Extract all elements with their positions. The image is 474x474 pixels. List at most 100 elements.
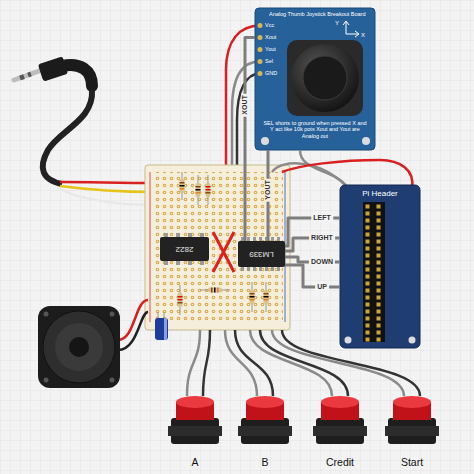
joystick-board xyxy=(258,35,263,40)
perma-proto-board xyxy=(145,165,290,330)
resistor xyxy=(264,290,269,304)
resistor xyxy=(180,185,185,187)
capacitor xyxy=(164,318,167,340)
perma-proto-board xyxy=(150,172,151,322)
joystick-board xyxy=(258,23,263,28)
push-button: B xyxy=(237,390,294,472)
resistor xyxy=(250,290,255,304)
resistor xyxy=(196,186,201,188)
audio-jack xyxy=(60,186,156,192)
chip-pins xyxy=(247,267,250,271)
speaker xyxy=(43,311,115,383)
resistor xyxy=(206,183,211,197)
audio-jack xyxy=(62,65,92,86)
silkscreen-text: Xout xyxy=(265,34,276,40)
joystick-board xyxy=(261,137,269,145)
push-button: Start xyxy=(384,390,441,472)
audio-jack xyxy=(14,70,42,80)
chip-pins xyxy=(164,261,168,265)
push-button xyxy=(313,426,367,436)
resistor xyxy=(214,288,216,293)
part-label: Pi Header xyxy=(340,189,420,198)
chip-pins xyxy=(176,261,180,265)
joystick-board xyxy=(343,21,359,37)
chip: 2822 xyxy=(160,237,209,261)
resistor xyxy=(178,296,183,298)
audio-jack xyxy=(14,56,156,205)
resistor xyxy=(264,299,269,301)
resistor xyxy=(206,186,211,188)
perma-proto-board xyxy=(145,165,290,330)
part-label: Start xyxy=(384,456,440,468)
speaker xyxy=(38,306,120,388)
speaker xyxy=(110,312,115,317)
joystick-board xyxy=(255,8,375,150)
button-wires xyxy=(187,330,200,396)
resistor xyxy=(178,302,183,304)
resistor xyxy=(250,296,255,298)
pi-header-board xyxy=(340,185,420,348)
board-to-header-wires xyxy=(272,150,412,188)
signal-name: DOWN xyxy=(309,258,335,266)
resistor xyxy=(211,288,213,293)
push-button xyxy=(176,396,214,408)
resistor xyxy=(180,182,185,184)
wire xyxy=(285,265,340,287)
joystick-board xyxy=(258,71,263,76)
joystick-board xyxy=(303,56,347,100)
button-wires xyxy=(272,330,404,396)
chip-pins xyxy=(253,267,256,271)
cut-mark xyxy=(213,232,234,272)
push-button xyxy=(393,396,431,408)
push-button xyxy=(168,396,439,444)
joystick-board xyxy=(287,40,363,116)
part-label: LM339 xyxy=(238,241,285,267)
resistor xyxy=(196,183,201,197)
speaker xyxy=(44,312,49,317)
resistor xyxy=(206,189,211,191)
cut-mark xyxy=(213,232,234,272)
joystick-board xyxy=(258,59,263,64)
capacitor xyxy=(164,312,165,318)
pi-header-board xyxy=(345,337,352,344)
chip-pins xyxy=(265,267,268,271)
silkscreen-text: Vcc xyxy=(265,22,274,28)
resistor xyxy=(178,293,183,307)
push-button xyxy=(246,396,284,408)
push-button xyxy=(385,426,439,436)
button-wires xyxy=(282,330,420,396)
silkscreen-text: Yout xyxy=(265,46,276,52)
wire xyxy=(245,38,255,242)
capacitor xyxy=(158,312,159,318)
board-to-header-wires xyxy=(282,160,412,188)
audio-jack xyxy=(60,182,156,183)
speaker xyxy=(44,378,49,383)
part-label: Analog Thumb Joystick Breakout Board xyxy=(269,11,366,17)
push-button xyxy=(321,396,359,408)
part-label: A xyxy=(167,456,223,468)
pi-header: Pi Header xyxy=(340,185,421,348)
part-label: 2822 xyxy=(160,237,209,261)
speaker xyxy=(55,323,103,371)
signal-name: XOUT xyxy=(241,93,249,116)
pi-header-board xyxy=(409,337,416,344)
chip-pins xyxy=(241,267,244,271)
resistor xyxy=(208,288,222,293)
pi-header-board xyxy=(363,202,385,342)
resistor xyxy=(180,188,185,190)
resistor xyxy=(217,288,219,293)
resistor xyxy=(180,179,185,193)
joystick-board xyxy=(362,137,370,145)
speaker xyxy=(118,312,148,350)
capacitor xyxy=(155,312,168,340)
push-button xyxy=(168,426,222,436)
resistor xyxy=(264,293,269,295)
silkscreen-text: GND xyxy=(265,70,277,76)
speaker xyxy=(38,300,148,388)
chip-pins xyxy=(188,261,192,265)
